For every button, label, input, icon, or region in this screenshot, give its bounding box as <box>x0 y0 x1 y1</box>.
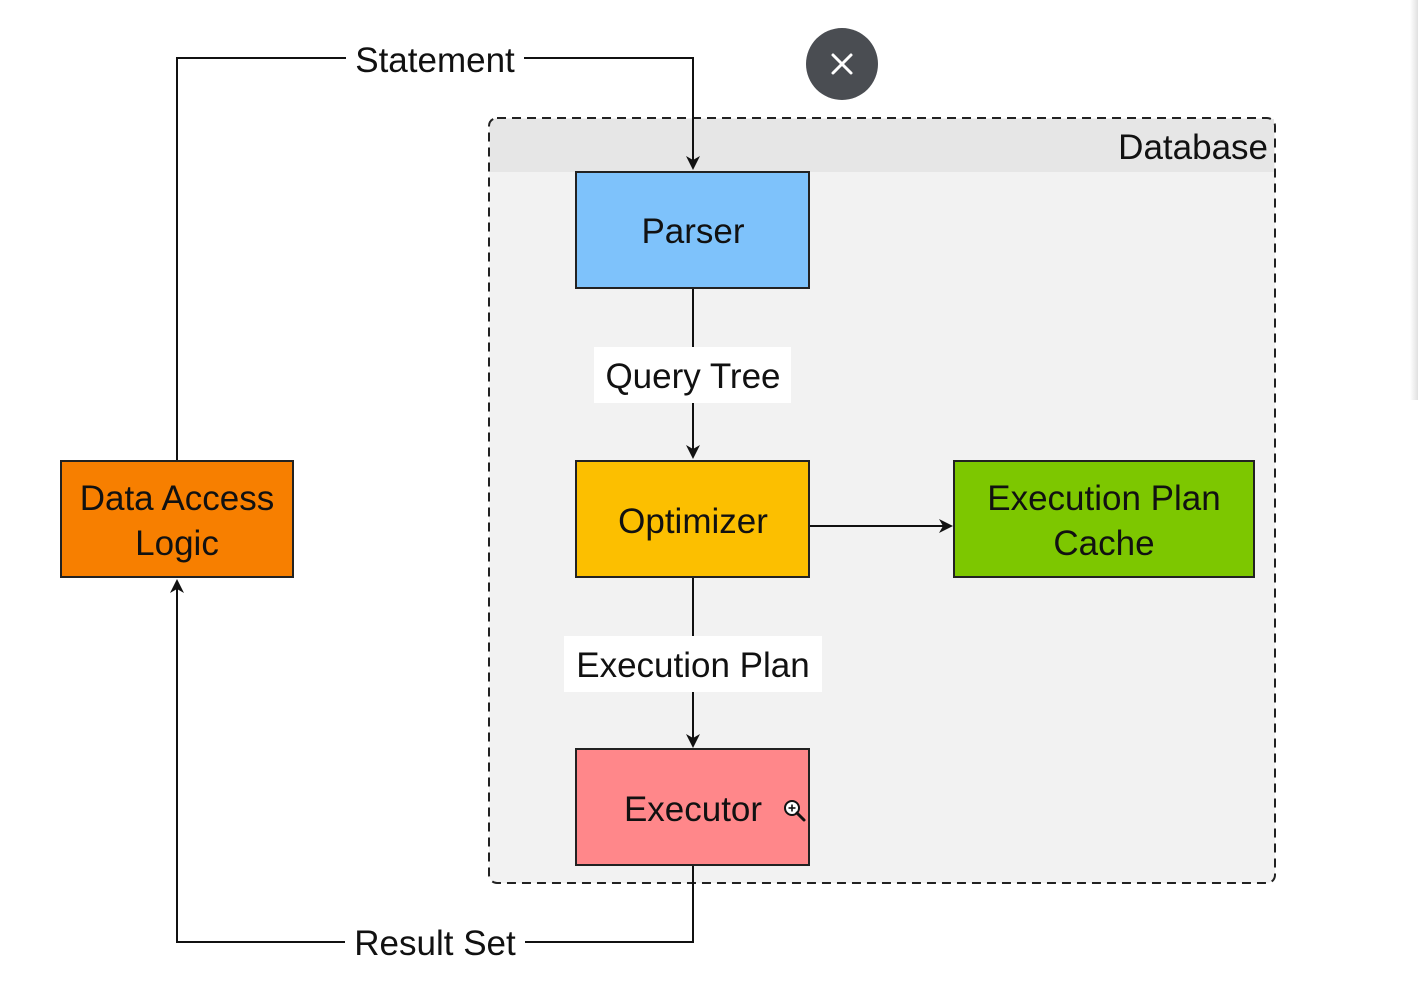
result-set-label: Result Set <box>354 924 516 963</box>
execution-plan-label: Execution Plan <box>576 646 809 685</box>
data-access-logic-label-line1: Data Access <box>80 479 275 518</box>
execution-plan-cache-label-line1: Execution Plan <box>987 479 1220 518</box>
close-button[interactable] <box>806 28 878 100</box>
execution-plan-cache-label-line2: Cache <box>1053 524 1154 563</box>
query-tree-label: Query Tree <box>605 357 780 396</box>
optimizer-node: Optimizer <box>575 460 810 578</box>
execution-plan-cache-node: Execution Plan Cache <box>953 460 1255 578</box>
statement-label: Statement <box>355 41 515 80</box>
zoom-in-cursor-icon <box>784 800 806 822</box>
edge-labels: Statement Query Tree Execution Plan Resu… <box>345 40 822 963</box>
parser-node: Parser <box>575 171 810 289</box>
executor-label: Executor <box>624 790 762 829</box>
panel-edge-shadow <box>1410 0 1418 400</box>
data-access-logic-box <box>60 460 294 578</box>
parser-label: Parser <box>641 212 744 251</box>
close-icon <box>831 53 853 75</box>
data-access-logic-node: Data Access Logic <box>60 460 294 578</box>
data-access-logic-label-line2: Logic <box>135 524 219 563</box>
optimizer-label: Optimizer <box>618 502 768 541</box>
database-label: Database <box>1118 128 1268 167</box>
executor-box <box>575 748 810 866</box>
optimizer-box <box>575 460 810 578</box>
executor-node: Executor <box>575 748 810 866</box>
execution-plan-cache-box <box>953 460 1255 578</box>
parser-box <box>575 171 810 289</box>
